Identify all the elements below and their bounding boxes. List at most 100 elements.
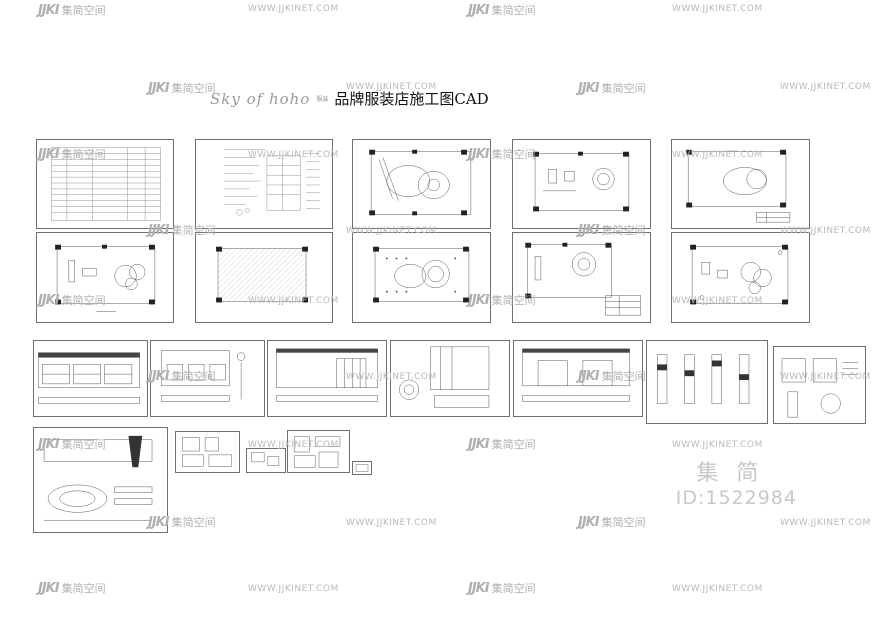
sheet-drawing: [656, 354, 750, 404]
watermark-brand-latin: JJKI: [468, 2, 490, 18]
watermark-brand-cn: 集简空间: [171, 516, 216, 529]
watermark-site: WWW.JJKINET.COM: [780, 518, 871, 528]
drawing-sheet-index: [36, 139, 174, 229]
script-logo-sub: 服装: [316, 96, 329, 103]
drawing-sheet-panels: [646, 340, 768, 424]
drawing-sheet-elevation-e: [513, 340, 643, 417]
document-title: 品牌服装店施工图CAD: [334, 90, 489, 108]
watermark-site: WWW.JJKINET.COM: [248, 296, 339, 306]
watermark-brand-cn: 集简空间: [61, 4, 106, 17]
sheet-drawing: [223, 149, 320, 216]
drawing-sheet-small-2: [246, 448, 286, 473]
watermark-site: WWW.JJKINET.COM: [248, 4, 339, 14]
watermark-brand-latin: JJKI: [148, 514, 170, 530]
watermark-brand-cn: 集简空间: [491, 294, 536, 307]
sheet-drawing: [399, 346, 490, 408]
watermark-brand-latin: JJKI: [38, 2, 60, 18]
watermark-brand-cn: 集简空间: [601, 224, 646, 237]
script-logo: Sky of hoho: [210, 89, 311, 108]
watermark-brand-latin: JJKI: [38, 292, 60, 308]
sheet-drawing: [160, 350, 246, 402]
watermark-brand-latin: JJKI: [148, 80, 170, 96]
watermark-site: WWW.JJKINET.COM: [672, 296, 763, 306]
sheet-drawing: [690, 244, 789, 305]
sheet-drawing: [781, 358, 858, 418]
sheet-drawing: [43, 435, 153, 521]
watermark-brand-cn: 集简空间: [61, 582, 106, 595]
sheet-drawing: [38, 352, 140, 404]
watermark-brand-cn: 集简空间: [171, 370, 216, 383]
watermark-brand-cn: 集简空间: [601, 370, 646, 383]
drawing-sheet-cashier-detail: [33, 427, 168, 533]
watermark-brand-latin: JJKI: [468, 146, 490, 162]
watermark-site: WWW.JJKINET.COM: [248, 150, 339, 160]
watermark-brand-cn: 集简空间: [61, 148, 106, 161]
watermark-brand-cn: 集简空间: [491, 582, 536, 595]
watermark-brand-cn: 集简空间: [601, 82, 646, 95]
watermark-brand-latin: JJKI: [38, 146, 60, 162]
watermark-site: WWW.JJKINET.COM: [672, 150, 763, 160]
sheet-drawing: [55, 244, 156, 312]
sheet-drawing: [276, 348, 378, 402]
sheet-drawing: [533, 151, 630, 212]
drawing-sheet-elevation-c: [267, 340, 387, 417]
drawing-sheet-electrical-plan: [512, 232, 651, 323]
watermark-brand-latin: JJKI: [148, 222, 170, 238]
watermark-brand-latin: JJKI: [148, 368, 170, 384]
sheet-drawing: [369, 149, 472, 216]
sheet-drawing: [293, 436, 341, 468]
watermark-site: WWW.JJKINET.COM: [248, 440, 339, 450]
drawing-sheet-elevation-a: [33, 340, 148, 417]
drawing-sheet-floor-plan: [512, 139, 651, 229]
sheet-drawing: [522, 348, 630, 402]
sheet-drawing: [251, 452, 280, 466]
watermark-site: WWW.JJKINET.COM: [346, 82, 437, 92]
sheet-drawing: [686, 149, 791, 223]
watermark-brand-latin: JJKI: [578, 514, 600, 530]
sheet-drawing: [525, 242, 641, 316]
drawing-sheet-elevation-d: [390, 340, 510, 417]
document-title-row: Sky of hoho 服装 品牌服装店施工图CAD: [210, 88, 489, 109]
watermark-brand-cn: 集简空间: [171, 224, 216, 237]
watermark-brand-latin: JJKI: [578, 80, 600, 96]
drawing-sheet-index-plan: [671, 232, 810, 323]
drawing-sheet-notes: [195, 139, 333, 229]
watermark-site: WWW.JJKINET.COM: [780, 372, 871, 382]
drawing-sheet-small-4: [352, 461, 372, 475]
watermark-brand-latin: JJKI: [468, 580, 490, 596]
watermark-site: WWW.JJKINET.COM: [672, 584, 763, 594]
sheet-drawing: [216, 246, 309, 303]
watermark-brand-latin: JJKI: [578, 222, 600, 238]
drawing-sheet-elevation-b: [150, 340, 265, 417]
watermark-brand-cn: 集简空间: [491, 438, 536, 451]
watermark-brand-cn: 集简空间: [601, 516, 646, 529]
watermark-site: WWW.JJKINET.COM: [780, 226, 871, 236]
drawing-sheet-ceiling-plan: [671, 139, 810, 229]
watermark-site: WWW.JJKINET.COM: [672, 4, 763, 14]
watermark-brand-cn: 集简空间: [171, 82, 216, 95]
watermark-site: WWW.JJKINET.COM: [672, 440, 763, 450]
watermark-brand-cn: 集简空间: [491, 148, 536, 161]
watermark-brand-latin: JJKI: [38, 580, 60, 596]
watermark-site: WWW.JJKINET.COM: [346, 372, 437, 382]
watermark-brand-latin: JJKI: [578, 368, 600, 384]
drawing-sheet-small-1: [175, 431, 240, 473]
sheet-drawing: [51, 147, 161, 221]
drawing-sheet-small-3: [287, 430, 350, 473]
drawing-sheet-lighting-plan: [352, 232, 491, 323]
